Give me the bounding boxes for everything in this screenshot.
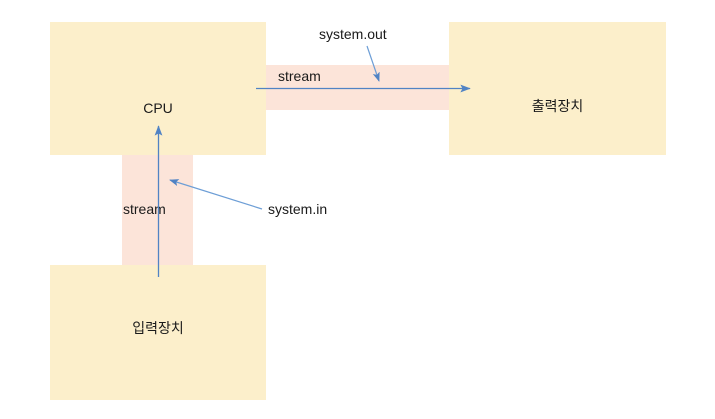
input-stream-label: stream — [123, 201, 166, 217]
input-stream-band[interactable]: stream — [122, 155, 193, 265]
system-in-callout-label: system.in — [268, 201, 328, 217]
output-device-node[interactable]: 출력장치 — [449, 22, 666, 155]
input-device-node[interactable]: 입력장치 — [50, 265, 266, 400]
output-stream-label: stream — [278, 68, 321, 84]
cpu-node-label: CPU — [143, 100, 173, 116]
cpu-node[interactable]: CPU — [50, 22, 266, 155]
system-out-callout-label: system.out — [319, 26, 387, 42]
output-stream-band[interactable]: stream — [266, 65, 449, 110]
output-device-node-label: 출력장치 — [531, 98, 584, 114]
input-device-node-label: 입력장치 — [132, 320, 184, 336]
